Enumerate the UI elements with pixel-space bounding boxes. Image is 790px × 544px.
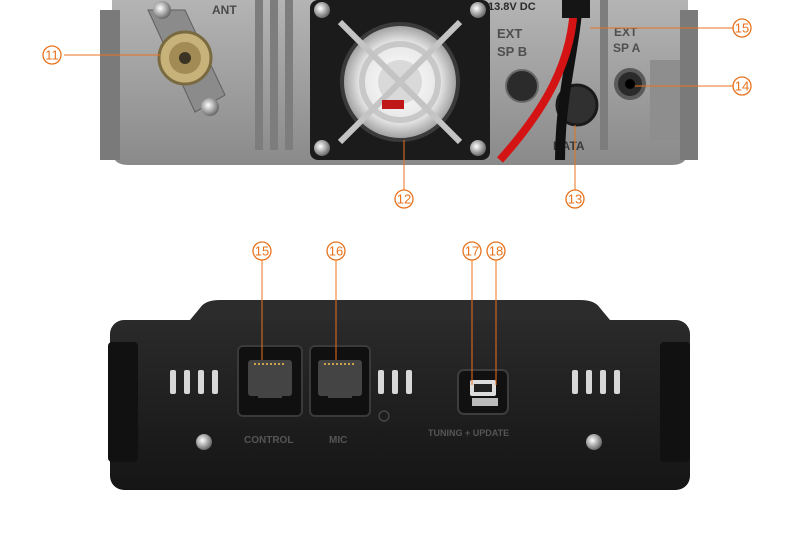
callout-11: 11 [42, 45, 62, 65]
callout-12: 12 [394, 189, 414, 209]
radio-body-panel: CONTROL MIC TUNING + UPDATE [108, 300, 690, 490]
callout-15-bottom: 15 [252, 241, 272, 261]
svg-text:13: 13 [568, 192, 582, 207]
screw-left [196, 434, 212, 450]
ext-spb-jack [505, 69, 539, 103]
usb-port [457, 369, 509, 415]
callout-13: 13 [565, 189, 585, 209]
callouts [64, 27, 734, 385]
usb-label: TUNING + UPDATE [428, 428, 509, 438]
control-port [237, 345, 303, 417]
callout-16: 16 [326, 241, 346, 261]
screw-right [586, 434, 602, 450]
ext-spa-label-line1: EXT [614, 25, 638, 39]
vent-slots-right [572, 370, 620, 394]
ext-spb-label-line1: EXT [497, 26, 522, 41]
rear-heatsink-panel: ANT 13.8V DC EXT SP B [100, 0, 698, 165]
vent-slots-middle [378, 370, 412, 394]
svg-text:11: 11 [45, 48, 59, 63]
cooling-fan [310, 0, 490, 160]
callout-15-top: 15 [732, 18, 752, 38]
svg-text:12: 12 [397, 192, 411, 207]
ext-spa-label-line2: SP A [613, 41, 641, 55]
antenna-connector [147, 1, 226, 116]
power-label: 13.8V DC [488, 1, 536, 13]
svg-text:14: 14 [735, 79, 749, 94]
callout-17: 17 [462, 241, 482, 261]
svg-text:18: 18 [489, 244, 503, 259]
ant-label: ANT [212, 3, 237, 17]
callout-14: 14 [732, 76, 752, 96]
power-cable-red [497, 0, 578, 163]
callout-18: 18 [486, 241, 506, 261]
mic-port [309, 345, 371, 417]
vent-slots-left [170, 370, 218, 394]
mic-label: MIC [329, 435, 347, 446]
svg-text:17: 17 [465, 244, 479, 259]
svg-text:15: 15 [255, 244, 269, 259]
indicator-hole [378, 410, 390, 422]
control-label: CONTROL [244, 435, 293, 446]
svg-text:15: 15 [735, 21, 749, 36]
ext-spb-label-line2: SP B [497, 44, 527, 59]
svg-text:16: 16 [329, 244, 343, 259]
